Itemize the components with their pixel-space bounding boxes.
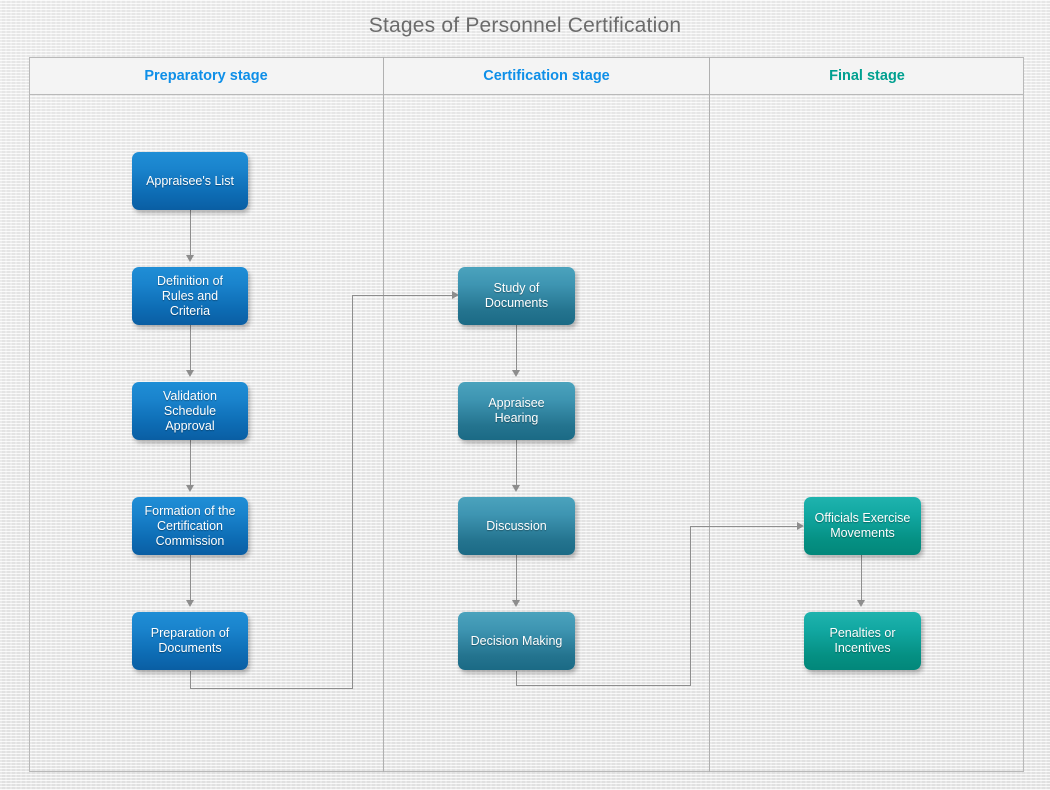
node-decision-making[interactable]: Decision Making [458,612,575,670]
crosslink-1-seg-right [190,688,353,689]
node-preparation-of-documents-label: Preparation of Documents [150,626,230,655]
node-preparation-of-documents[interactable]: Preparation of Documents [132,612,248,670]
crosslink-2-seg-right [516,685,691,686]
connector-1-2-line [190,210,191,255]
connector-6-7-arrow [511,370,520,377]
node-appraisees-list-label: Appraisee's List [146,173,234,188]
connector-8-9-line [516,555,517,600]
node-validation-schedule-approval-label: Validation Schedule Approval [163,388,217,433]
node-penalties-or-incentives[interactable]: Penalties or Incentives [804,612,921,670]
connector-4-5-arrow [185,600,194,607]
node-formation-certification-commission[interactable]: Formation of the Certification Commissio… [132,497,248,555]
node-penalties-or-incentives-label: Penalties or Incentives [829,626,896,655]
crosslink-2-arrow [797,521,804,530]
connector-2-3-arrow [185,370,194,377]
column-header-preparatory-label: Preparatory stage [144,68,268,84]
column-header-final-label: Final stage [829,68,905,84]
node-study-of-documents[interactable]: Study of Documents [458,267,575,325]
column-header-preparatory: Preparatory stage [29,57,383,95]
connector-8-9-arrow [511,600,520,607]
node-discussion[interactable]: Discussion [458,497,575,555]
connector-3-4-line [190,440,191,485]
node-appraisee-hearing-label: Appraisee Hearing [488,396,545,425]
connector-7-8-arrow [511,485,520,492]
node-formation-certification-commission-label: Formation of the Certification Commissio… [144,503,236,548]
crosslink-2-seg-up [690,526,691,685]
node-study-of-documents-label: Study of Documents [484,281,549,310]
swimlane-header-band [29,57,1024,95]
column-divider-2 [709,57,710,772]
connector-6-7-line [516,325,517,370]
connector-2-3-line [190,325,191,370]
node-officials-exercise-movements-label: Officials Exercise Movements [814,511,911,540]
column-divider-1 [383,57,384,772]
crosslink-1-seg-into-node [352,295,453,296]
node-definition-of-rules[interactable]: Definition of Rules and Criteria [132,267,248,325]
connector-10-11-arrow [856,600,865,607]
node-decision-making-label: Decision Making [470,633,563,648]
connector-10-11-line [861,555,862,600]
column-header-final: Final stage [710,57,1024,95]
crosslink-2-seg-down [516,671,517,685]
node-discussion-label: Discussion [486,518,547,533]
crosslink-2-seg-into-node [690,526,798,527]
connector-7-8-line [516,440,517,485]
crosslink-1-seg-down [190,671,191,688]
node-definition-of-rules-label: Definition of Rules and Criteria [156,273,223,318]
crosslink-1-arrow [452,290,459,299]
node-appraisee-hearing[interactable]: Appraisee Hearing [458,382,575,440]
page-title: Stages of Personnel Certification [368,14,682,37]
node-validation-schedule-approval[interactable]: Validation Schedule Approval [132,382,248,440]
column-header-certification: Certification stage [384,57,709,95]
node-appraisees-list[interactable]: Appraisee's List [132,152,248,210]
connector-1-2-arrow [185,255,194,262]
column-header-certification-label: Certification stage [483,68,610,84]
connector-4-5-line [190,555,191,600]
connector-3-4-arrow [185,485,194,492]
node-officials-exercise-movements[interactable]: Officials Exercise Movements [804,497,921,555]
crosslink-1-seg-up [352,295,353,688]
